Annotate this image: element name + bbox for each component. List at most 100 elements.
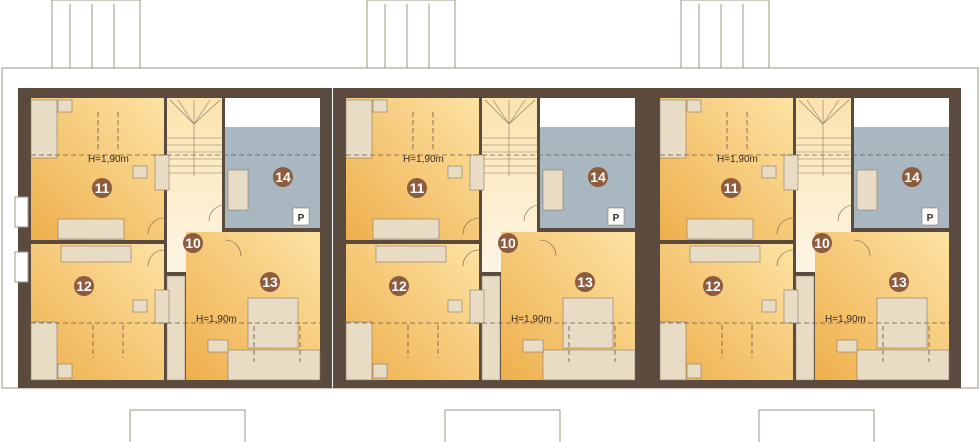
door-swing [147, 249, 165, 267]
stair-winder [484, 99, 510, 125]
stairs [482, 99, 537, 176]
room-label-bedroom_main: 13 [575, 272, 595, 292]
furniture [686, 363, 702, 379]
furniture [345, 321, 373, 381]
furniture [132, 299, 148, 313]
room-number: 10 [185, 235, 201, 251]
room-label-hall: 10 [498, 233, 518, 253]
balcony [680, 0, 770, 69]
door-swing [462, 249, 480, 267]
room-label-bedroom_bottom: 12 [74, 276, 94, 296]
wardrobe [795, 275, 815, 381]
ceiling-height-label: H=1,90m [88, 154, 129, 165]
room-number-badge [92, 178, 112, 198]
door-swing [853, 239, 871, 257]
room-number: 11 [724, 180, 739, 196]
balcony [51, 0, 141, 69]
terrace-outline [758, 409, 875, 442]
room-label-bathroom: 14 [588, 167, 608, 187]
furniture [686, 99, 702, 113]
stair-winder [177, 99, 195, 125]
room-label-bedroom_main: 13 [260, 272, 280, 292]
sign-box [292, 207, 310, 226]
room-label-bedroom_top: 11 [92, 178, 112, 198]
room-number: 10 [814, 235, 830, 251]
window [14, 196, 29, 228]
room-number-badge [721, 178, 741, 198]
sign-box [607, 207, 625, 226]
furniture [345, 99, 373, 159]
room-number-badge [588, 167, 608, 187]
furniture [447, 299, 463, 313]
stair-winder [193, 99, 221, 125]
furniture [836, 339, 858, 353]
furniture [207, 339, 229, 353]
furniture [469, 154, 485, 191]
furniture [783, 289, 799, 324]
room-number-badge [498, 233, 518, 253]
furniture [57, 363, 73, 379]
furniture [856, 169, 878, 211]
room-number-badge [74, 276, 94, 296]
room-number: 13 [262, 274, 278, 290]
stair-winder [798, 99, 824, 125]
stairs [796, 99, 851, 176]
stair-winder [193, 99, 211, 125]
room-number: 12 [391, 278, 407, 294]
room-number: 14 [590, 169, 606, 185]
terrace-outline [444, 409, 561, 442]
furniture [856, 349, 950, 381]
room-number: 14 [904, 169, 920, 185]
stair-winder [508, 99, 526, 125]
door-swing [208, 204, 226, 222]
ceiling-height-label: H=1,90m [196, 314, 237, 325]
furniture [227, 169, 249, 211]
furniture [659, 321, 687, 381]
balcony-outline [366, 0, 456, 69]
furniture [57, 99, 73, 113]
window [14, 251, 29, 283]
ceiling-height-label: H=1,90m [825, 314, 866, 325]
furniture [659, 99, 687, 159]
furniture [60, 245, 132, 263]
door-swing [776, 249, 794, 267]
furniture [372, 218, 440, 240]
room-label-bedroom_top: 11 [721, 178, 741, 198]
wardrobe [481, 275, 501, 381]
bathroom-sign: P [927, 213, 934, 224]
furniture [761, 165, 777, 179]
furniture [761, 299, 777, 313]
furniture [689, 245, 761, 263]
stair-winder [822, 99, 840, 125]
room-number-badge [183, 233, 203, 253]
stair-winder [508, 99, 536, 125]
stair-winder [822, 99, 850, 125]
door-swing [523, 204, 541, 222]
furniture [686, 218, 754, 240]
room-label-hall: 10 [183, 233, 203, 253]
room-number: 12 [76, 278, 92, 294]
room-number: 14 [275, 169, 291, 185]
room-label-bedroom_top: 11 [407, 178, 427, 198]
balcony [366, 0, 456, 69]
room-number-badge [812, 233, 832, 253]
room-number: 13 [891, 274, 907, 290]
room-number-badge [902, 167, 922, 187]
ceiling-height-label: H=1,90m [511, 314, 552, 325]
door-swing [776, 217, 794, 235]
stair-winder [492, 99, 510, 125]
door-swing [837, 204, 855, 222]
room-number-badge [889, 272, 909, 292]
furniture [375, 245, 447, 263]
room-number-badge [273, 167, 293, 187]
room-number-badge [389, 276, 409, 296]
room-number-badge [575, 272, 595, 292]
furniture [132, 165, 148, 179]
furniture [542, 349, 636, 381]
room-number-badge [260, 272, 280, 292]
furniture [30, 99, 58, 159]
